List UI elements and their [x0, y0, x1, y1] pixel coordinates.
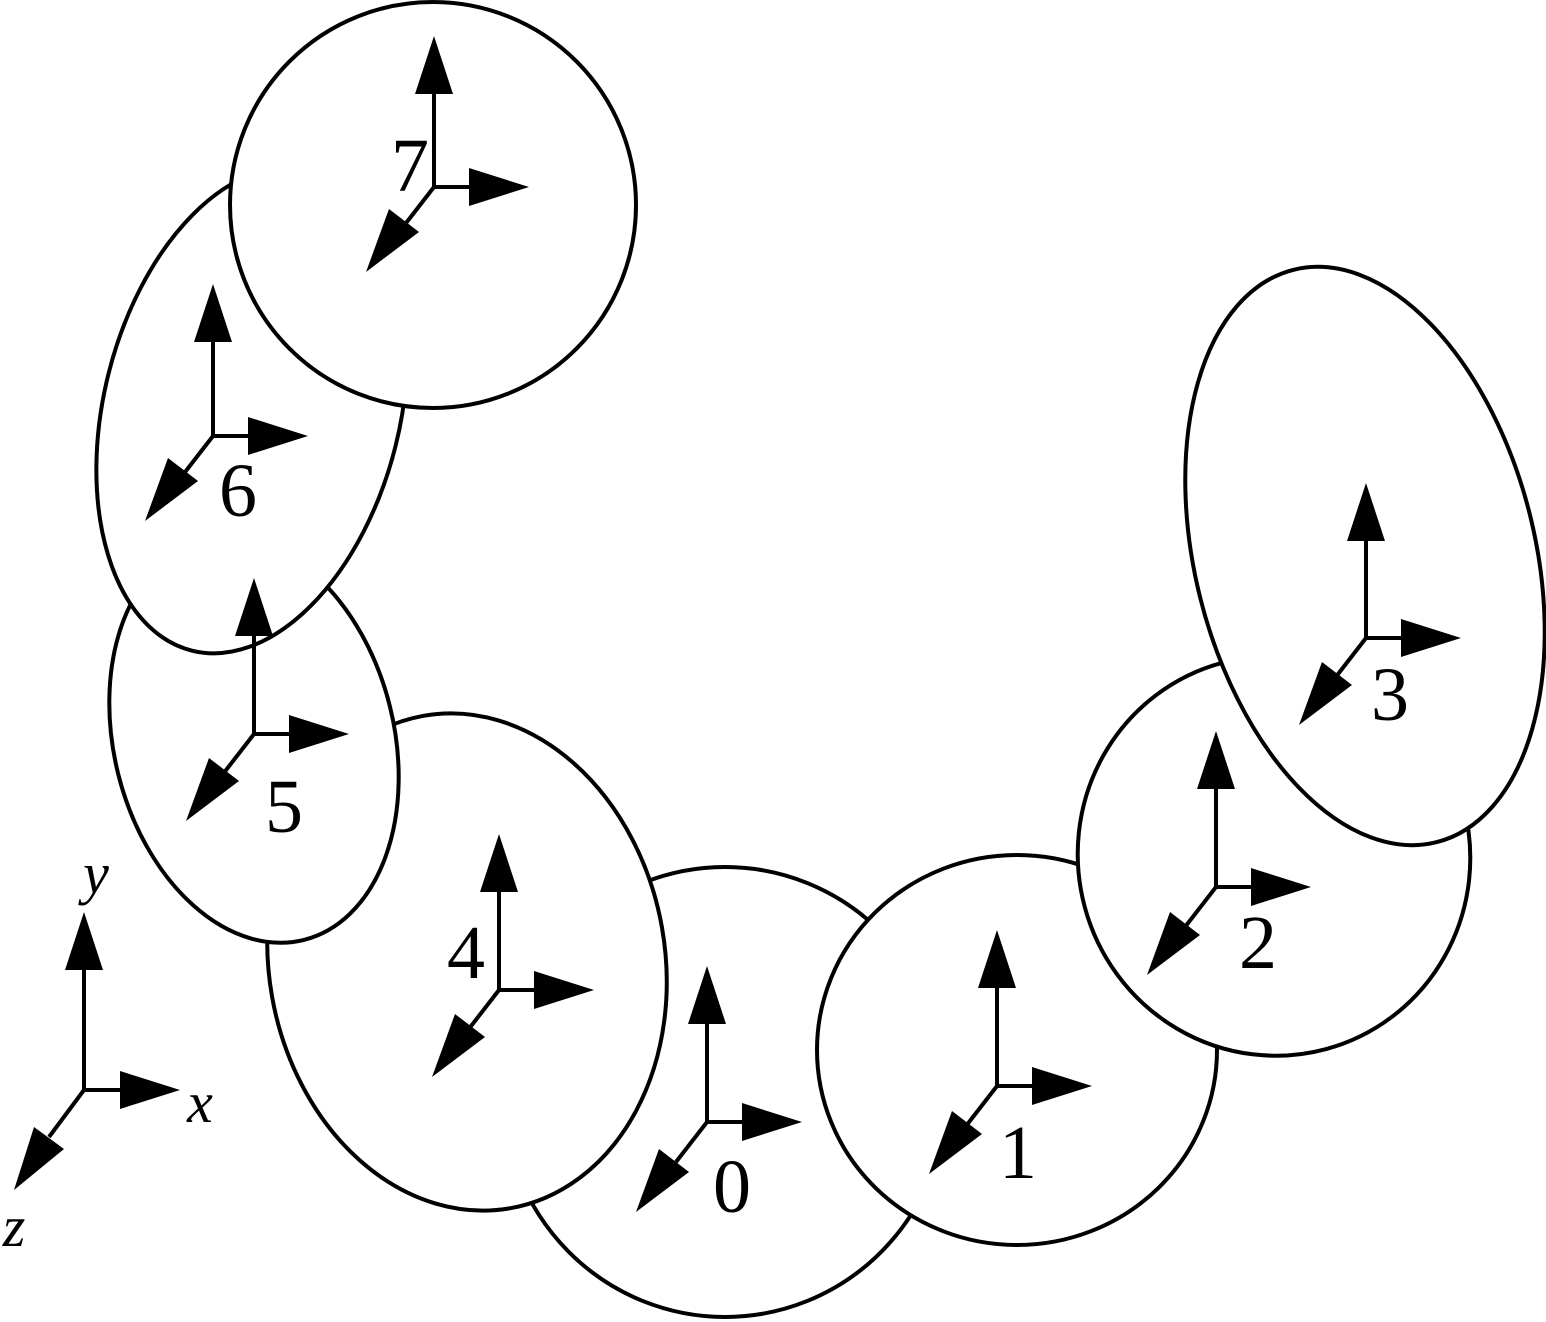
frame-segment-2: 2 — [1147, 731, 1311, 985]
frame-6-x-arrowhead — [248, 417, 308, 455]
frame-4-y-arrowhead — [480, 834, 518, 892]
global-x-label: x — [186, 1070, 213, 1135]
frame-6-y-arrowhead — [194, 284, 232, 342]
segment-label-5: 5 — [265, 765, 303, 849]
frame-3-y-arrowhead — [1347, 483, 1385, 541]
frame-segment-6: 6 — [145, 284, 308, 533]
frame-1-x-arrowhead — [1032, 1067, 1092, 1105]
frame-4-x-arrowhead — [534, 971, 594, 1009]
frame-5-y-arrowhead — [235, 578, 273, 636]
frame-segment-3: 3 — [1299, 483, 1461, 737]
frame-segment-0: 0 — [636, 966, 802, 1229]
frame-6-z-arrowhead — [145, 458, 198, 521]
global-axes: y x z — [2, 841, 213, 1259]
frame-2-z-arrowhead — [1147, 912, 1200, 975]
frame-segment-5: 5 — [186, 578, 349, 849]
frame-7-z-arrowhead — [366, 209, 419, 272]
global-y-label: y — [78, 841, 109, 906]
segment-label-4: 4 — [447, 911, 485, 995]
global-x-arrowhead — [120, 1071, 180, 1109]
segment-label-7: 7 — [391, 124, 429, 208]
frame-2-x-arrowhead — [1251, 868, 1311, 906]
frame-1-z-arrowhead — [929, 1111, 982, 1174]
frame-0-x-arrowhead — [742, 1103, 802, 1141]
frame-4-z-arrowhead — [432, 1014, 485, 1077]
frame-5-x-arrowhead — [289, 715, 349, 753]
segment-label-0: 0 — [713, 1145, 751, 1229]
frame-segment-4: 4 — [432, 834, 594, 1077]
frame-3-z-arrowhead — [1299, 662, 1352, 725]
segment-label-6: 6 — [219, 449, 257, 533]
frame-0-y-arrowhead — [688, 966, 726, 1024]
frame-7-x-arrowhead — [469, 168, 529, 206]
frame-7-y-arrowhead — [415, 36, 453, 94]
frame-segment-1: 1 — [929, 930, 1092, 1195]
segment-label-1: 1 — [999, 1111, 1037, 1195]
global-y-arrowhead — [65, 912, 103, 970]
global-z-label: z — [2, 1194, 26, 1259]
frame-2-y-arrowhead — [1197, 731, 1235, 789]
segment-label-3: 3 — [1371, 653, 1409, 737]
global-z-arrowhead — [14, 1127, 64, 1190]
frame-0-z-arrowhead — [636, 1149, 689, 1212]
ellipse-segment-7 — [228, 0, 638, 410]
frame-3-x-arrowhead — [1401, 619, 1461, 657]
frame-5-z-arrowhead — [186, 758, 239, 821]
frame-segment-7: 7 — [366, 36, 529, 272]
segment-label-2: 2 — [1239, 901, 1277, 985]
frame-1-y-arrowhead — [978, 930, 1016, 988]
